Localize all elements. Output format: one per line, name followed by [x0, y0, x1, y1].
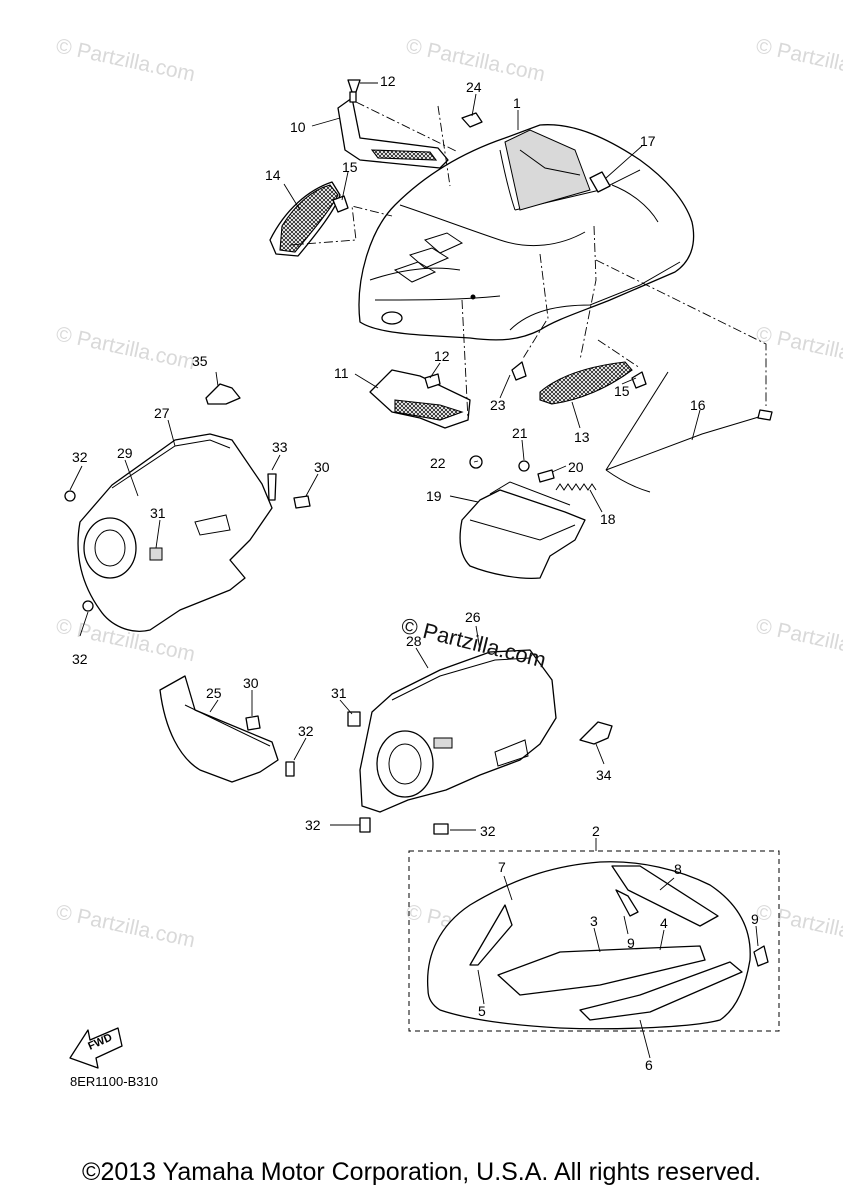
- callout: 27: [154, 405, 170, 421]
- part-nut-22: [469, 455, 483, 469]
- callout: 8: [674, 861, 682, 877]
- callout: 6: [645, 1057, 653, 1073]
- part-grille-right: [539, 361, 633, 405]
- callout: 31: [150, 505, 166, 521]
- part-inner-panel: [426, 861, 769, 1030]
- part-fastener-12-upper: [347, 79, 361, 103]
- part-clip-15-left: [332, 195, 349, 213]
- part-glove-box: [459, 481, 586, 580]
- watermark: © Partzilla.com: [754, 322, 843, 374]
- part-side-cover-right: [347, 649, 557, 813]
- callout: 30: [314, 459, 330, 475]
- callout: 13: [574, 429, 590, 445]
- callout: 10: [290, 119, 306, 135]
- part-clip-23: [511, 361, 527, 381]
- part-screw-33: [267, 473, 277, 501]
- part-lower-panel: [159, 675, 295, 783]
- callout: 9: [751, 911, 759, 927]
- part-cable-16: [605, 371, 773, 493]
- callout: 31: [331, 685, 347, 701]
- callout: 1: [513, 95, 521, 111]
- callout: 12: [434, 348, 450, 364]
- callout: 15: [614, 383, 630, 399]
- callout: 25: [206, 685, 222, 701]
- watermark: © Partzilla.com: [54, 34, 197, 86]
- callout: 32: [305, 817, 321, 833]
- callout-layer: 1 2 3 4 5 6 7 8 9 9 10 11 12 12 13 14 15…: [72, 73, 759, 1073]
- callout: 35: [192, 353, 208, 369]
- part-air-duct-upper: [337, 97, 449, 169]
- part-bracket-17: [589, 171, 611, 193]
- callout: 32: [480, 823, 496, 839]
- watermark: © Partzilla.com: [754, 34, 843, 86]
- part-screw-32-d: [359, 817, 371, 833]
- part-side-cover-left: [77, 433, 273, 632]
- watermark: © Partzilla.com: [54, 322, 197, 374]
- callout: 34: [596, 767, 612, 783]
- part-screw-32-c: [285, 761, 295, 777]
- assembly-box-2: [408, 850, 780, 1032]
- callout: 32: [72, 449, 88, 465]
- leader-lines: [69, 82, 759, 1059]
- callout: 29: [117, 445, 133, 461]
- part-grille-left-frame: [269, 181, 341, 257]
- part-collar-21: [518, 460, 530, 472]
- part-bracket-35: [205, 383, 241, 405]
- part-screw-32-e: [433, 823, 449, 835]
- watermark: © Partzilla.com: [54, 900, 197, 952]
- part-screw-32-b: [82, 600, 94, 612]
- callout: 33: [272, 439, 288, 455]
- callout: 32: [72, 651, 88, 667]
- diagram-code: 8ER1100-B310: [70, 1074, 158, 1089]
- callout: 5: [478, 1003, 486, 1019]
- part-bracket-34: [579, 721, 613, 745]
- callout: 24: [466, 79, 482, 95]
- callout: 30: [243, 675, 259, 691]
- callout: 12: [380, 73, 396, 89]
- callout: 14: [265, 167, 281, 183]
- callout: 32: [298, 723, 314, 739]
- part-air-duct-lower: [369, 369, 471, 429]
- callout: 21: [512, 425, 528, 441]
- callout: 23: [490, 397, 506, 413]
- connection-lines: [289, 101, 767, 421]
- callout: 9: [627, 935, 635, 951]
- part-bolt-20: [537, 469, 555, 483]
- callout: 19: [426, 488, 442, 504]
- part-grille-left: [279, 184, 339, 253]
- callout: 3: [590, 913, 598, 929]
- callout: 7: [498, 859, 506, 875]
- fwd-arrow-icon: FWD: [69, 1027, 123, 1069]
- callout: 4: [660, 915, 668, 931]
- callout: 26: [465, 609, 481, 625]
- callout: 11: [334, 365, 349, 381]
- callout: 15: [342, 159, 358, 175]
- watermark: © Partzilla.com: [754, 614, 843, 666]
- copyright-notice: ©2013 Yamaha Motor Corporation, U.S.A. A…: [82, 1158, 761, 1186]
- watermark: © Partzilla.com: [754, 900, 843, 952]
- part-screw-32-a: [64, 490, 76, 502]
- part-spring-18: [555, 483, 597, 491]
- callout: 22: [430, 455, 446, 471]
- part-nut-30-upper: [293, 495, 311, 509]
- callout: 20: [568, 459, 584, 475]
- part-front-hood: [358, 124, 695, 341]
- callout: 28: [406, 633, 422, 649]
- callout: 16: [690, 397, 706, 413]
- callout: 18: [600, 511, 616, 527]
- part-clip-15-right: [631, 371, 647, 389]
- part-clip-24: [461, 112, 483, 128]
- callout: 2: [592, 823, 600, 839]
- callout: 17: [640, 133, 656, 149]
